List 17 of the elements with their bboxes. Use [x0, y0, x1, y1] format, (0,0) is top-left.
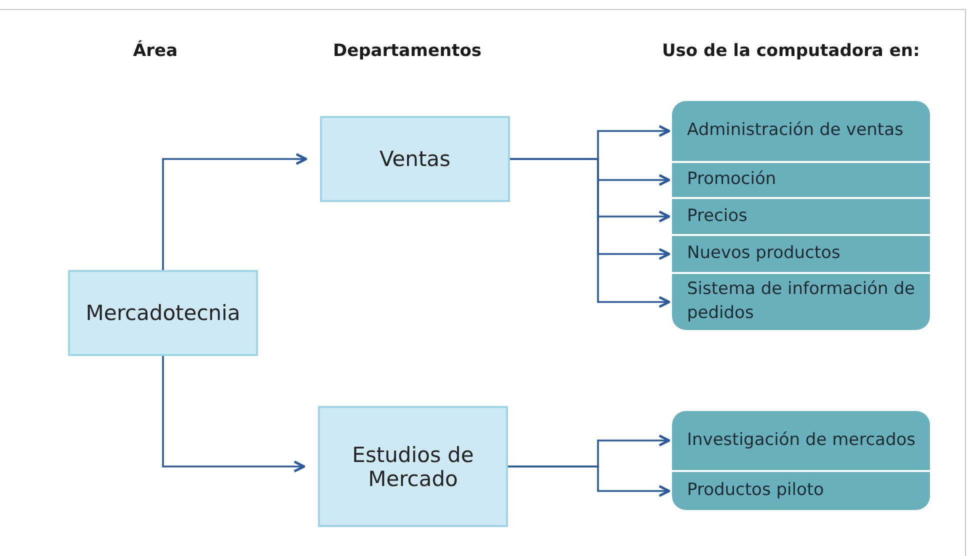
process-box: Ventas [320, 116, 510, 202]
list-item-box: Investigación de mercados [672, 411, 930, 470]
connector-arrow [508, 466, 670, 497]
column-heading: Uso de la computadora en: [662, 41, 920, 61]
list-item-box: Promoción [672, 163, 930, 197]
connector-arrow [162, 153, 308, 270]
list-item-box: Productos piloto [672, 472, 930, 510]
connector-arrow [510, 158, 670, 308]
list-item-box: Administración de ventas [672, 101, 930, 161]
process-box: Mercadotecnia [68, 270, 258, 356]
list-item-box: Sistema de información de pedidos [672, 274, 930, 330]
column-heading: Departamentos [333, 41, 482, 61]
column-heading: Área [133, 41, 178, 61]
list-item-box: Nuevos productos [672, 236, 930, 272]
process-box: Estudios de Mercado [318, 406, 508, 527]
list-item-box: Precios [672, 199, 930, 234]
connector-arrow [162, 356, 306, 472]
